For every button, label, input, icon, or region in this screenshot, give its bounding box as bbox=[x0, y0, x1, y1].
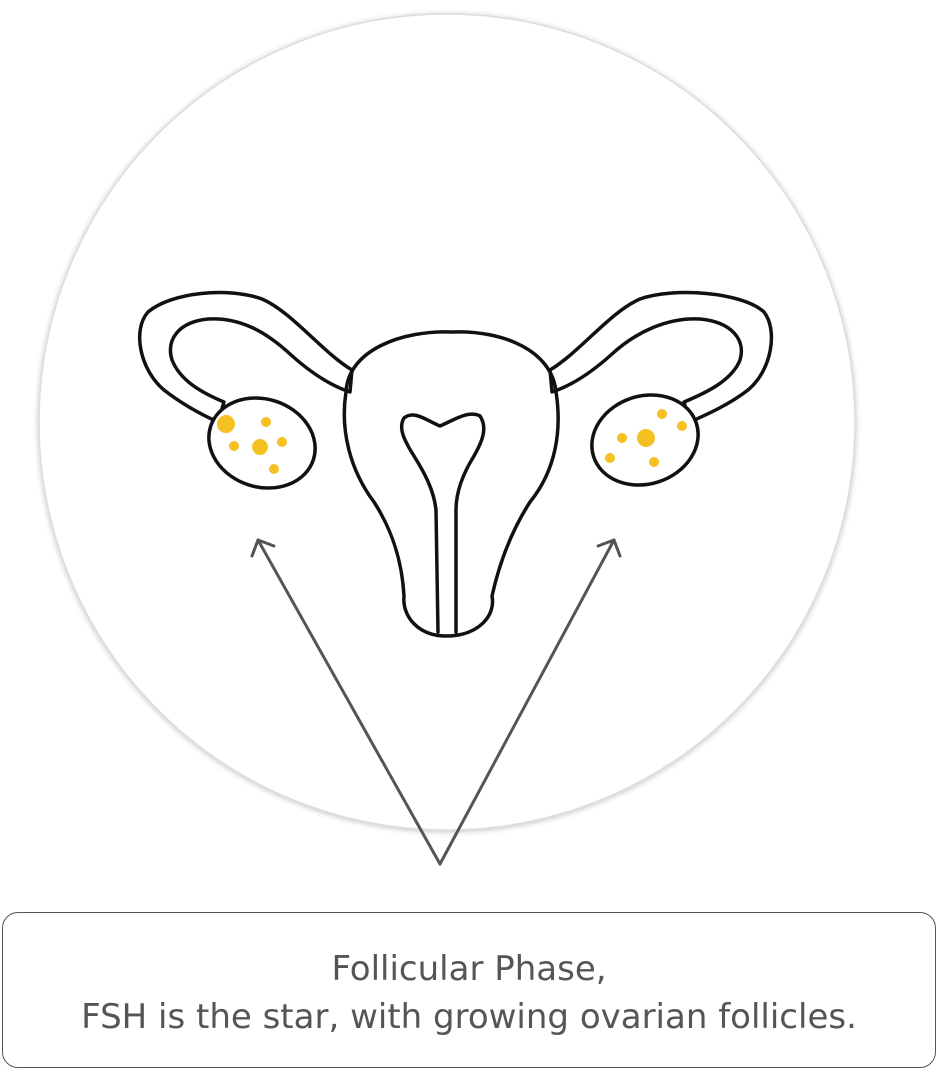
follicle bbox=[677, 421, 687, 431]
follicle bbox=[605, 453, 615, 463]
follicle-cluster-left bbox=[217, 415, 287, 474]
follicle bbox=[269, 464, 279, 474]
caption-box: Follicular Phase, FSH is the star, with … bbox=[2, 912, 936, 1068]
right-ovary bbox=[590, 393, 700, 487]
caption-title: Follicular Phase, bbox=[331, 949, 607, 989]
caption-description: FSH is the star, with growing ovarian fo… bbox=[81, 997, 857, 1037]
follicle bbox=[217, 415, 235, 433]
follicle bbox=[252, 439, 268, 455]
follicle bbox=[649, 457, 659, 467]
uterus-body bbox=[342, 330, 560, 638]
arrow-right-shaft bbox=[438, 538, 616, 866]
follicle bbox=[229, 441, 239, 451]
uterine-cavity bbox=[399, 412, 486, 634]
follicle-cluster-right bbox=[605, 409, 687, 467]
arrow-left-shaft bbox=[256, 538, 442, 866]
arrow-right-head bbox=[596, 538, 622, 558]
left-ovary bbox=[207, 396, 317, 490]
follicle bbox=[637, 429, 655, 447]
arrow-icon bbox=[250, 538, 622, 866]
follicle bbox=[277, 437, 287, 447]
arrow-left-head bbox=[250, 538, 276, 558]
follicle bbox=[657, 409, 667, 419]
follicle bbox=[261, 417, 271, 427]
follicle bbox=[617, 433, 627, 443]
